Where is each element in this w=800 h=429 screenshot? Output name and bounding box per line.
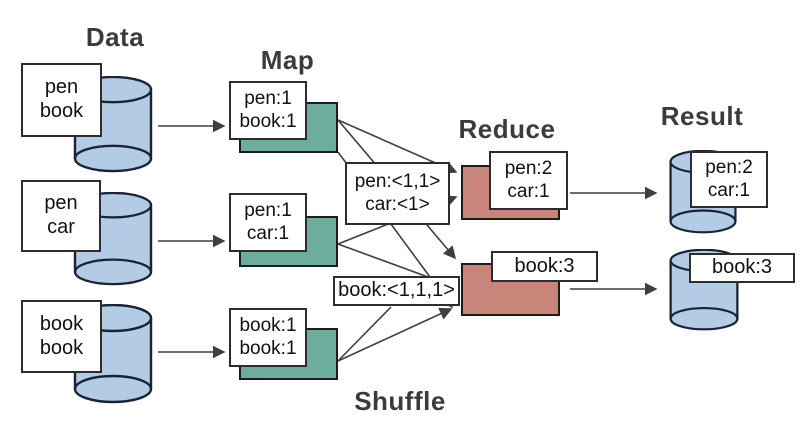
heading-reduce: Reduce xyxy=(458,114,556,144)
shuffle-group-line: pen:<1,1> xyxy=(354,171,441,193)
shuffle-group-box: pen:<1,1> car:<1> xyxy=(345,162,450,225)
data-input-line: pen xyxy=(44,76,79,99)
data-input-line: book xyxy=(39,100,84,122)
data-input-box: pen book xyxy=(21,63,102,137)
result-output-line: pen:2 xyxy=(705,157,753,179)
map-output-line: pen:1 xyxy=(244,200,292,222)
data-input-line: pen xyxy=(44,192,78,215)
reduce-output-line: pen:2 xyxy=(504,158,553,180)
data-input-line: car xyxy=(47,216,75,238)
map-output-line: pen:1 xyxy=(244,88,292,110)
heading-shuffle: Shuffle xyxy=(354,386,446,416)
shuffle-group-line: car:<1> xyxy=(365,193,430,215)
heading-data: Data xyxy=(85,22,145,52)
map-output-line: book:1 xyxy=(239,337,297,359)
result-output-line: book:3 xyxy=(711,256,773,279)
reduce-output-line: car:1 xyxy=(507,180,550,202)
data-input-line: book xyxy=(39,312,84,335)
result-output-box: pen:2 car:1 xyxy=(690,151,768,208)
reduce-output-line: book:3 xyxy=(514,254,575,277)
reduce-output-box: book:3 xyxy=(491,251,598,282)
map-output-line: book:1 xyxy=(239,110,297,132)
shuffle-group-line: book:<1,1,1> xyxy=(338,279,455,302)
result-output-box: book:3 xyxy=(689,253,795,283)
map-output-line: car:1 xyxy=(246,222,290,244)
map-output-box: pen:1 car:1 xyxy=(229,193,307,252)
database-cylinder-icon xyxy=(669,249,739,331)
data-input-line: book xyxy=(39,336,84,359)
database-cylinder-icon xyxy=(73,304,153,404)
result-output-line: car:1 xyxy=(707,179,751,201)
data-input-box: book book xyxy=(21,300,102,373)
map-output-box: pen:1 book:1 xyxy=(229,81,307,140)
data-input-box: pen car xyxy=(21,180,101,252)
map-output-line: book:1 xyxy=(239,315,297,337)
heading-result: Result xyxy=(660,101,744,131)
heading-map: Map xyxy=(260,45,315,75)
reduce-output-box: pen:2 car:1 xyxy=(489,151,568,210)
shuffle-group-box: book:<1,1,1> xyxy=(333,276,460,306)
map-output-box: book:1 book:1 xyxy=(229,308,307,367)
